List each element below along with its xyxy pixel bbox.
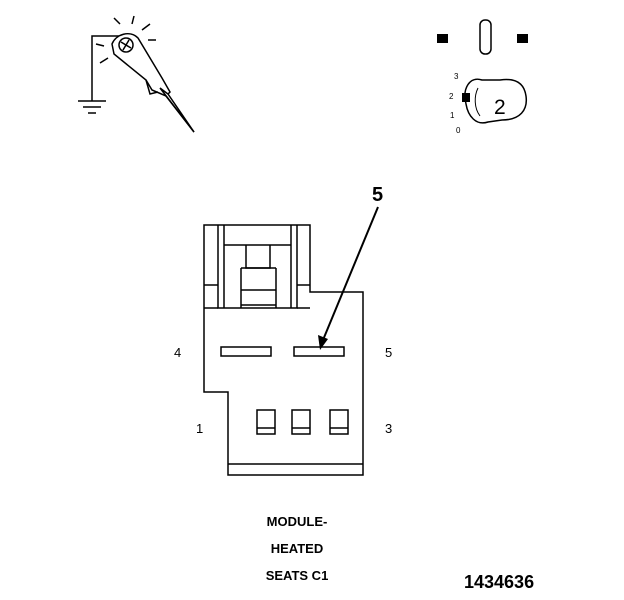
- caption-line-3: SEATS C1: [265, 568, 329, 583]
- callout-label: 5: [372, 184, 384, 206]
- key-slot-left: [437, 34, 448, 43]
- pin-label-5: 5: [385, 345, 393, 360]
- key-position-1: 1: [450, 111, 455, 120]
- key-position-0: 0: [456, 126, 461, 135]
- cavity-1: [256, 409, 276, 435]
- figure-number: 1434636: [464, 572, 535, 592]
- cavity-2: [291, 409, 311, 435]
- connector-caption: MODULE- HEATED SEATS C1: [232, 513, 362, 584]
- pin-label-1: 1: [196, 421, 204, 436]
- key-position-3: 3: [454, 72, 459, 81]
- caption-line-2: HEATED: [270, 541, 324, 556]
- key-blade: [479, 19, 492, 55]
- cavity-5: [293, 346, 345, 357]
- ignition-key-icon: [437, 19, 528, 124]
- pin-label-4: 4: [174, 345, 182, 360]
- caption-line-1: MODULE-: [266, 514, 328, 529]
- cavity-3: [329, 409, 349, 435]
- cavity-4: [220, 346, 272, 357]
- key-position-2: 2: [449, 92, 454, 101]
- key-selected-position: 2: [494, 96, 506, 119]
- terminal-cavities: [220, 346, 349, 435]
- key-slot-right: [517, 34, 528, 43]
- callout-arrow: [318, 206, 379, 350]
- connector-housing: [203, 224, 364, 476]
- position-marker: [462, 93, 470, 102]
- test-light-icon: [78, 15, 195, 133]
- pin-label-3: 3: [385, 421, 393, 436]
